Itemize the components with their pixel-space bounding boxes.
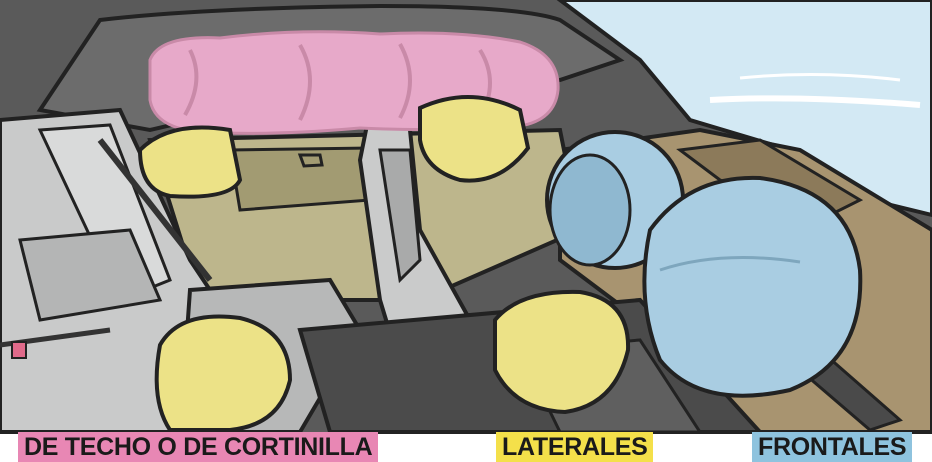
rear-mirror-mount xyxy=(297,153,324,168)
windshield-reflection xyxy=(709,95,921,108)
frontal-airbag-passenger-seam xyxy=(659,256,801,272)
curtain-airbag-fold-3 xyxy=(398,43,412,119)
side-airbag-rear-bottom xyxy=(154,314,293,432)
curtain-airbag-fold-1 xyxy=(183,49,199,116)
rear-seatbelt xyxy=(97,138,213,282)
seatbelt-buckle-icon xyxy=(11,341,27,359)
side-airbag-label: LATERALES xyxy=(496,432,654,462)
curtain-airbag-fold-2 xyxy=(298,44,312,121)
frontal-airbag-driver-shading xyxy=(548,153,632,267)
side-airbag-rear-top xyxy=(137,125,243,199)
side-airbag-front-bottom xyxy=(493,289,631,415)
frontal-airbag-passenger xyxy=(642,175,863,398)
windshield-reflection-2 xyxy=(739,72,901,82)
frontal-airbag-label: FRONTALES xyxy=(752,432,913,462)
front-seat-side-bolster xyxy=(378,148,422,284)
curtain-airbag-label: DE TECHO O DE CORTINILLA xyxy=(18,432,379,462)
side-airbag-front-top xyxy=(418,95,531,183)
rear-seat-cushion-mid xyxy=(18,228,163,322)
